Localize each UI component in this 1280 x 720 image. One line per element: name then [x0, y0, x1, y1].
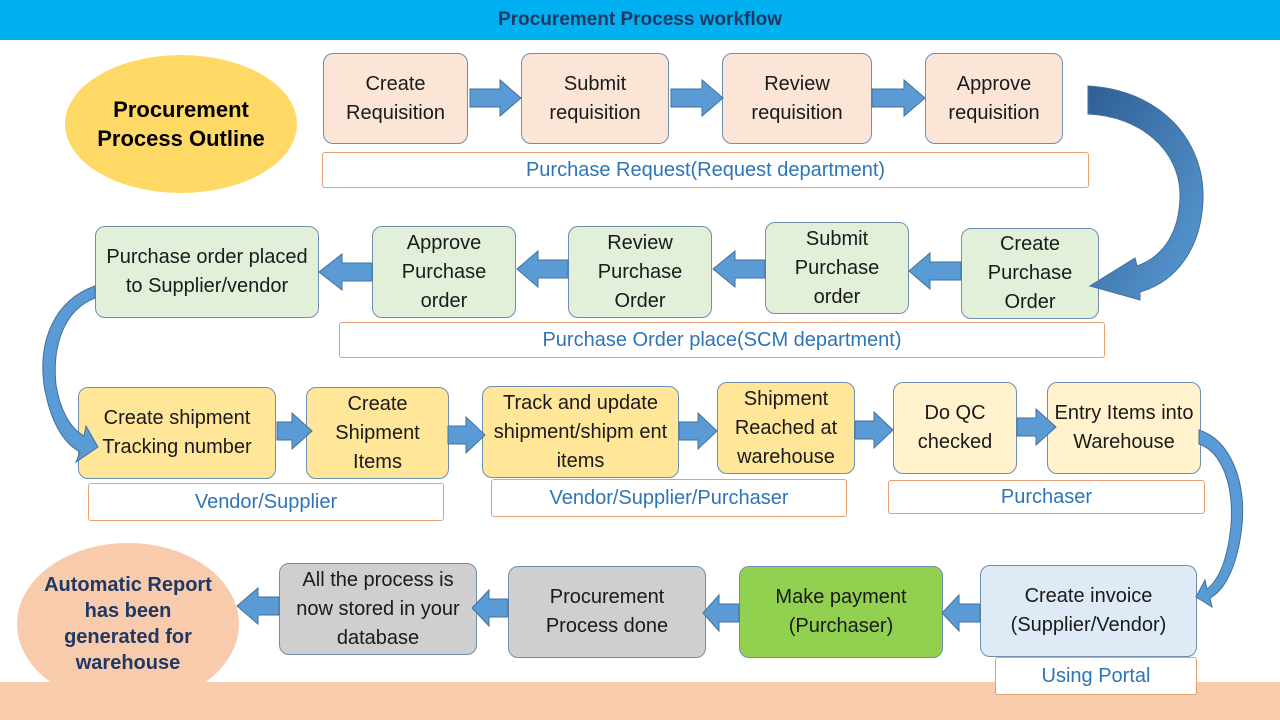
curve-arrow-row3-row4 — [1195, 429, 1244, 609]
label-vendor-supplier: Vendor/Supplier — [88, 483, 444, 521]
label-purchase-request: Purchase Request(Request department) — [322, 152, 1089, 188]
arrow-r1-2 — [670, 78, 724, 118]
arrow-r2-1 — [908, 251, 962, 291]
arrow-r4-3 — [471, 588, 509, 628]
report-ellipse: Automatic Report has been generated for … — [17, 543, 239, 705]
step-approve-purchase-order: Approve Purchase order — [372, 226, 516, 318]
arrow-r4-1 — [941, 593, 981, 633]
step-approve-requisition: Approve requisition — [925, 53, 1063, 144]
arrow-r3-1 — [276, 411, 313, 451]
curve-arrow-row2-row3 — [42, 285, 99, 464]
step-create-shipment-tracking: Create shipment Tracking number — [78, 387, 276, 479]
step-create-requisition: Create Requisition — [323, 53, 468, 144]
arrow-r1-3 — [871, 78, 926, 118]
page-title: Procurement Process workflow — [497, 9, 783, 30]
arrow-r3-5 — [1016, 407, 1057, 447]
step-shipment-reached: Shipment Reached at warehouse — [717, 382, 855, 474]
step-make-payment: Make payment (Purchaser) — [739, 566, 943, 658]
step-create-purchase-order: Create Purchase Order — [961, 228, 1099, 319]
label-purchase-order-place: Purchase Order place(SCM department) — [339, 322, 1105, 358]
outline-ellipse: Procurement Process Outline — [65, 55, 297, 193]
title-bar: Procurement Process workflow — [0, 0, 1280, 40]
label-purchaser: Purchaser — [888, 480, 1205, 514]
step-submit-requisition: Submit requisition — [521, 53, 669, 144]
step-track-update-shipment: Track and update shipment/shipm ent item… — [482, 386, 679, 478]
step-review-requisition: Review requisition — [722, 53, 872, 144]
arrow-r1-1 — [469, 78, 522, 118]
arrow-r3-3 — [678, 411, 718, 451]
step-create-shipment-items: Create Shipment Items — [306, 387, 449, 479]
arrow-r4-4 — [236, 586, 280, 626]
arrow-r4-2 — [702, 593, 740, 633]
label-vendor-supplier-purchaser: Vendor/Supplier/Purchaser — [491, 479, 847, 517]
arrow-r2-2 — [712, 249, 766, 289]
step-entry-warehouse: Entry Items into Warehouse — [1047, 382, 1201, 474]
step-procurement-done: Procurement Process done — [508, 566, 706, 658]
curve-arrow-row1-row2 — [1087, 85, 1204, 301]
arrow-r2-3 — [516, 249, 569, 289]
arrow-r2-4 — [318, 252, 373, 292]
step-purchase-order-placed: Purchase order placed to Supplier/vendor — [95, 226, 319, 318]
arrow-r3-4 — [854, 410, 894, 450]
arrow-r3-2 — [447, 415, 486, 455]
step-review-purchase-order: Review Purchase Order — [568, 226, 712, 318]
label-using-portal: Using Portal — [995, 657, 1197, 695]
step-stored-in-database: All the process is now stored in your da… — [279, 563, 477, 655]
step-submit-purchase-order: Submit Purchase order — [765, 222, 909, 314]
